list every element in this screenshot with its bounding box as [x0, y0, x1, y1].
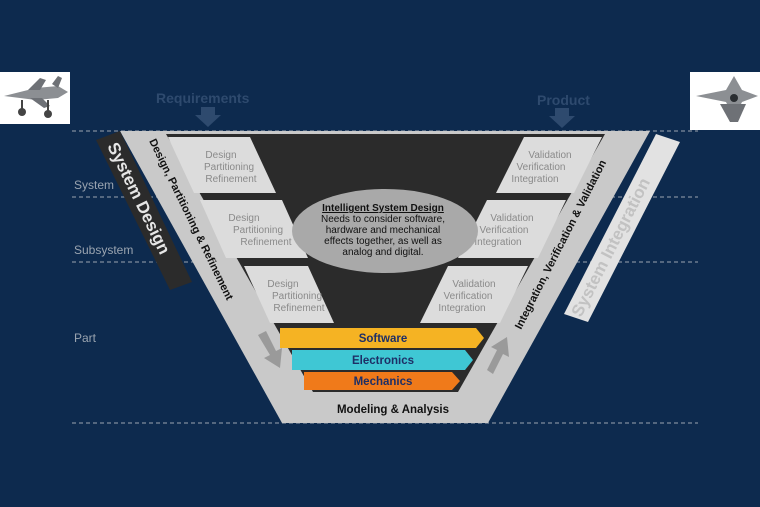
level-label-part: Part — [74, 331, 97, 345]
left-card-1 — [168, 137, 276, 193]
ellipse-line2: hardware and mechanical — [326, 225, 441, 236]
up-right-arrow-icon — [487, 337, 509, 374]
level-label-system: System — [74, 178, 114, 192]
requirements-label: Requirements — [156, 90, 250, 106]
software-label: Software — [359, 333, 408, 345]
system-design-band — [96, 131, 192, 290]
left-card-2-line2: Partitioning — [233, 225, 283, 236]
right-card-1 — [496, 137, 602, 193]
fighter-jet-front-icon — [690, 72, 760, 130]
ellipse-line3: effects together, as well as — [324, 236, 442, 247]
ellipse-line4: analog and digital. — [342, 247, 423, 258]
right-card-3 — [420, 266, 528, 323]
right-card-2-line3: Integration — [474, 237, 521, 248]
modeling-analysis-label: Modeling & Analysis — [337, 404, 449, 416]
electronics-label: Electronics — [352, 355, 414, 367]
right-card-3-line3: Integration — [438, 303, 485, 314]
left-card-3-line3: Refinement — [273, 303, 324, 314]
right-card-2-line1: Validation — [490, 213, 533, 224]
right-card-2 — [458, 200, 566, 258]
ellipse-title: Intelligent System Design — [322, 203, 444, 214]
left-card-1-line3: Refinement — [205, 174, 256, 185]
level-label-subsystem: Subsystem — [74, 243, 133, 257]
left-card-3-line2: Partitioning — [272, 291, 322, 302]
right-card-1-line2: Verification — [517, 162, 566, 173]
right-card-2-line2: Verification — [480, 225, 529, 236]
center-ellipse — [292, 189, 478, 273]
down-right-arrow-icon — [258, 331, 282, 368]
electronics-bar — [292, 350, 473, 370]
fighter-jet-side-icon — [0, 72, 70, 124]
ellipse-line1: Needs to consider software, — [321, 214, 445, 225]
mechanics-label: Mechanics — [354, 376, 413, 388]
system-integration-band — [564, 134, 680, 322]
right-card-1-line1: Validation — [528, 150, 571, 161]
product-arrow-icon — [549, 108, 575, 128]
left-card-2-line3: Refinement — [240, 237, 291, 248]
left-card-2-line1: Design — [228, 213, 259, 224]
left-card-3-line1: Design — [267, 279, 298, 290]
left-card-1-line2: Partitioning — [204, 162, 254, 173]
right-card-3-line2: Verification — [444, 291, 493, 302]
product-label: Product — [537, 92, 590, 108]
right-card-1-line3: Integration — [511, 174, 558, 185]
left-card-1-line1: Design — [205, 150, 236, 161]
right-card-3-line1: Validation — [452, 279, 495, 290]
software-bar — [280, 328, 484, 348]
left-card-3 — [244, 266, 334, 323]
left-card-2 — [200, 200, 308, 258]
mechanics-bar — [304, 372, 460, 390]
requirements-arrow-icon — [195, 107, 221, 127]
